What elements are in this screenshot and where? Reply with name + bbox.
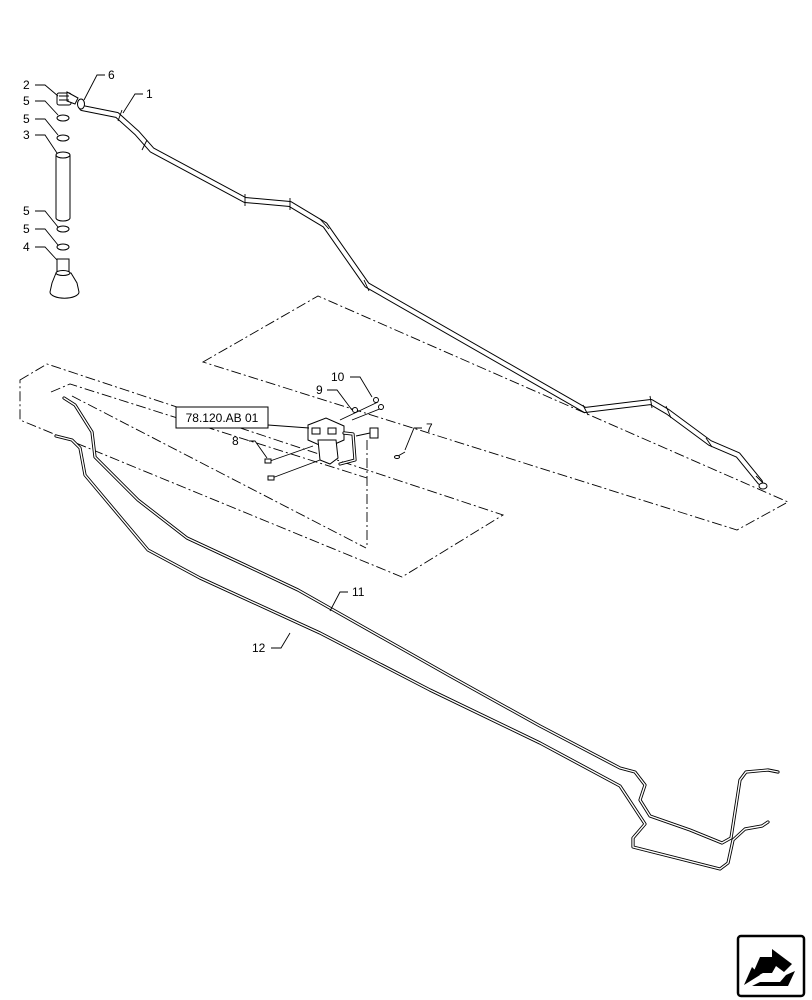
reference-frames bbox=[19, 295, 790, 578]
callout-3: 3 bbox=[23, 128, 30, 142]
part-1-tube bbox=[79, 105, 768, 490]
callout-8: 8 bbox=[232, 434, 239, 448]
callout-6: 6 bbox=[108, 68, 115, 82]
callout-11: 11 bbox=[352, 585, 365, 599]
callout-5-a: 5 bbox=[23, 94, 30, 108]
part-6-clamp bbox=[77, 98, 85, 110]
callout-5-d: 5 bbox=[23, 222, 30, 236]
callout-12: 12 bbox=[252, 641, 266, 655]
callout-labels: 1 2 3 4 5 5 5 5 6 7 8 9 10 11 12 bbox=[23, 68, 433, 655]
callout-5-b: 5 bbox=[23, 112, 30, 126]
next-page-arrow-icon[interactable] bbox=[736, 934, 806, 998]
valve-assembly bbox=[307, 417, 379, 466]
part-8-screws bbox=[264, 445, 321, 481]
part-7-fitting bbox=[394, 451, 406, 459]
part-9-10-bolts bbox=[339, 397, 384, 421]
part-2-elbow-fitting bbox=[56, 91, 79, 106]
reference-label[interactable]: 78.120.AB 01 bbox=[186, 411, 259, 425]
callout-9: 9 bbox=[316, 383, 323, 397]
callout-1: 1 bbox=[146, 87, 153, 101]
reference-box[interactable]: 78.120.AB 01 bbox=[175, 406, 269, 429]
callout-2: 2 bbox=[23, 78, 30, 92]
callout-10: 10 bbox=[331, 370, 345, 384]
inner-frame bbox=[50, 383, 368, 549]
part-3-cylinder bbox=[55, 151, 71, 222]
callout-5-c: 5 bbox=[23, 204, 30, 218]
part-5-rings bbox=[56, 114, 70, 251]
part-4-boot bbox=[49, 258, 80, 299]
callout-4: 4 bbox=[23, 240, 30, 254]
upper-frame bbox=[201, 295, 790, 531]
parts-11-12-lines bbox=[54, 396, 780, 871]
leader-lines bbox=[35, 74, 422, 649]
lower-frame bbox=[19, 363, 505, 578]
callout-7: 7 bbox=[426, 421, 433, 435]
